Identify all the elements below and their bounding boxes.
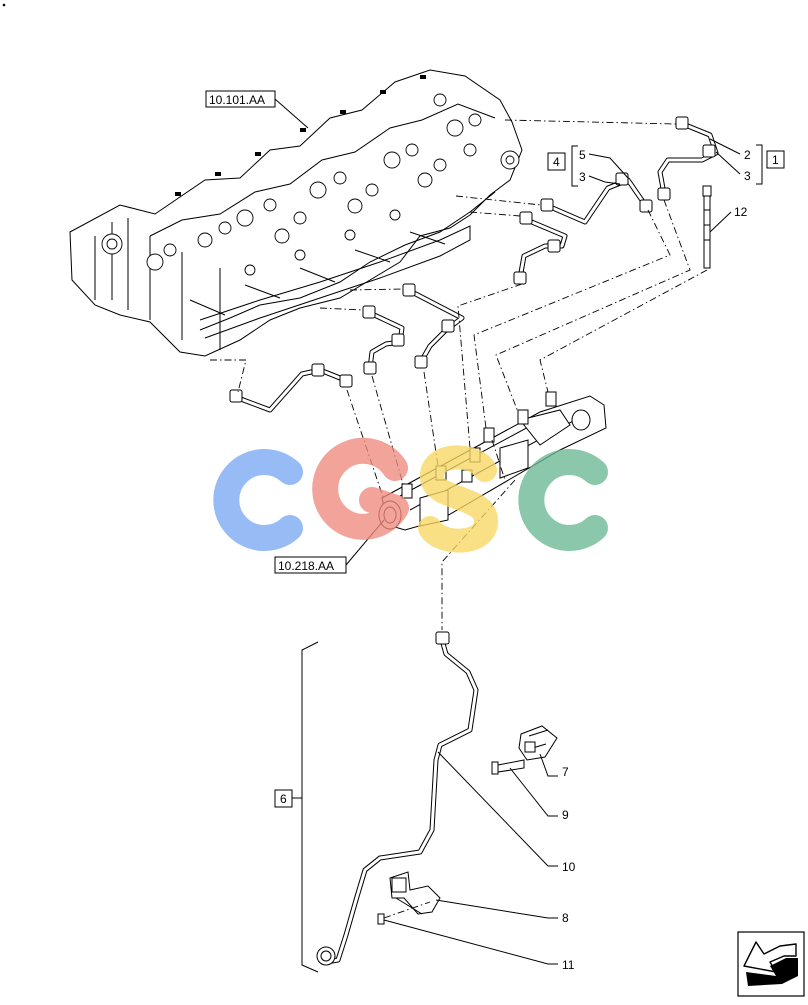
- reference-cylinder-head-text: 10.101.AA: [209, 93, 265, 107]
- callout-3-top-middle[interactable]: 3: [579, 170, 586, 184]
- navigation-arrow-icon[interactable]: [737, 931, 805, 997]
- injector-line-6: [657, 116, 719, 201]
- injector-line-1: [229, 363, 353, 413]
- callout-group-12: 12: [709, 205, 748, 233]
- callout-group-6: 6: [274, 789, 302, 808]
- callout-group-8: 8: [435, 899, 569, 925]
- watermark-letter-g-red: [312, 437, 409, 540]
- watermark-letter-s-yellow: [418, 445, 498, 553]
- callout-group-10: 10: [437, 751, 576, 874]
- callout-group-9: 9: [509, 767, 569, 822]
- clip-part-8: [389, 871, 441, 915]
- callout-group-7: 7: [539, 753, 569, 779]
- callout-6[interactable]: 6: [280, 792, 287, 806]
- callout-group-1: 2 3 1: [709, 138, 785, 185]
- reference-label-cylinder-head[interactable]: 10.101.AA: [205, 90, 309, 129]
- callout-group-4: 4 5 3: [547, 145, 629, 187]
- reference-fuel-rail-text: 10.218.AA: [278, 559, 334, 573]
- bolt-part-11: [377, 901, 431, 925]
- bolt-part-12: [702, 185, 712, 269]
- callout-4[interactable]: 4: [553, 155, 560, 169]
- supply-pipe-part-10: [316, 631, 479, 966]
- callout-8[interactable]: 8: [562, 911, 569, 925]
- injector-line-4: [513, 211, 568, 285]
- reference-label-fuel-rail[interactable]: 10.218.AA: [274, 519, 385, 574]
- injector-line-2: [362, 305, 405, 375]
- watermark-letter-c-blue: [213, 449, 303, 551]
- bolt-part-9: [491, 759, 525, 775]
- watermark-logo: [213, 437, 608, 553]
- injector-line-5: [540, 172, 653, 225]
- callout-12[interactable]: 12: [734, 205, 748, 219]
- corner-dot: [2, 3, 6, 7]
- callout-7[interactable]: 7: [562, 765, 569, 779]
- callout-11[interactable]: 11: [562, 958, 575, 972]
- watermark-letter-c-green: [518, 449, 608, 551]
- callout-group-11: 11: [383, 919, 575, 972]
- assembly-bracket-6: [301, 641, 319, 973]
- clip-part-7: [518, 725, 558, 761]
- callout-5[interactable]: 5: [579, 148, 586, 162]
- callout-2[interactable]: 2: [744, 148, 751, 162]
- cylinder-head-illustration: [69, 69, 523, 357]
- callout-3-top-right[interactable]: 3: [744, 169, 751, 183]
- callout-10[interactable]: 10: [562, 860, 576, 874]
- callout-1[interactable]: 1: [772, 153, 779, 167]
- assembly-guide-lines: [210, 119, 708, 630]
- callout-9[interactable]: 9: [562, 808, 569, 822]
- injector-line-3: [402, 283, 465, 369]
